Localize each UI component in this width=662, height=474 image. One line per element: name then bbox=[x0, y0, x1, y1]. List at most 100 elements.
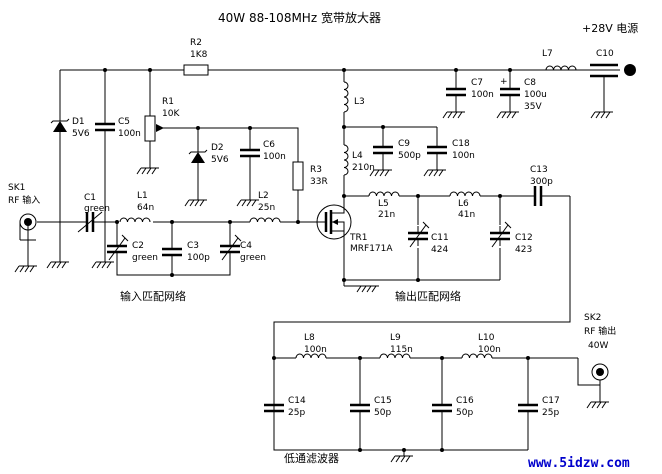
l6-value: 41n bbox=[458, 210, 475, 220]
c6-value: 100n bbox=[263, 152, 286, 162]
d1-value: 5V6 bbox=[72, 129, 90, 139]
c1-value: green bbox=[84, 204, 110, 214]
c6-capacitor bbox=[238, 141, 262, 165]
l2-value: 25n bbox=[258, 203, 275, 213]
svg-text:+: + bbox=[500, 77, 508, 87]
c7-ref: C7 bbox=[471, 78, 483, 88]
l1-inductor bbox=[119, 217, 151, 223]
r3-ref: R3 bbox=[310, 165, 322, 175]
c18-ref: C18 bbox=[452, 139, 470, 149]
schematic-title: 40W 88-108MHz 宽带放大器 bbox=[218, 10, 381, 25]
c12-ref: C12 bbox=[515, 233, 533, 243]
d1-ref: D1 bbox=[72, 117, 85, 127]
d2-value: 5V6 bbox=[211, 155, 229, 165]
c9-capacitor bbox=[371, 138, 395, 162]
sk2-label: RF 输出 bbox=[584, 325, 616, 337]
c2-value: green bbox=[132, 253, 158, 263]
l5-value: 21n bbox=[378, 210, 395, 220]
power-terminal bbox=[624, 64, 636, 76]
c17-ref: C17 bbox=[542, 396, 560, 406]
l4-ref: L4 bbox=[352, 151, 363, 161]
tr1-value: MRF171A bbox=[350, 244, 393, 254]
c5-capacitor bbox=[93, 115, 117, 139]
sk1-label: RF 输入 bbox=[8, 194, 40, 206]
c7-value: 100n bbox=[471, 90, 494, 100]
power-label: +28V 电源 bbox=[582, 21, 638, 35]
d1-zener bbox=[50, 111, 70, 141]
c7-ground bbox=[442, 111, 466, 119]
sk1-connector bbox=[14, 213, 38, 273]
c3-ref: C3 bbox=[187, 241, 199, 251]
c9-ground bbox=[369, 169, 393, 177]
d2-ground bbox=[184, 199, 208, 207]
r2-resistor bbox=[183, 64, 209, 76]
c15-capacitor bbox=[348, 396, 372, 420]
l7-ref: L7 bbox=[542, 49, 553, 59]
r3-value: 33R bbox=[310, 177, 328, 187]
sk2-connector bbox=[577, 358, 610, 409]
l8-ref: L8 bbox=[304, 333, 315, 343]
c16-value: 50p bbox=[456, 408, 473, 418]
c16-capacitor bbox=[430, 396, 454, 420]
c16-ref: C16 bbox=[456, 396, 474, 406]
c8-ground bbox=[496, 111, 520, 119]
c5-ref: C5 bbox=[118, 117, 130, 127]
c13-capacitor bbox=[527, 186, 549, 206]
l10-ref: L10 bbox=[478, 333, 495, 343]
l5-ref: L5 bbox=[378, 199, 389, 209]
c6-ground bbox=[236, 199, 260, 207]
c18-capacitor bbox=[425, 138, 449, 162]
c11-trimmer bbox=[406, 220, 431, 249]
l6-inductor bbox=[449, 191, 481, 197]
d1-ground bbox=[46, 261, 70, 269]
l10-value: 100n bbox=[478, 345, 501, 355]
c4-ref: C4 bbox=[240, 241, 252, 251]
c1-ref: C1 bbox=[84, 193, 96, 203]
c14-ref: C14 bbox=[288, 396, 306, 406]
l6-ref: L6 bbox=[458, 199, 469, 209]
c3-capacitor bbox=[160, 240, 184, 264]
c8-electrolytic: + bbox=[498, 77, 522, 104]
c8-voltage: 35V bbox=[524, 102, 542, 112]
c17-capacitor bbox=[516, 396, 540, 420]
l2-inductor bbox=[249, 217, 281, 223]
sk2-ref: SK2 bbox=[584, 313, 601, 323]
l1-ref: L1 bbox=[137, 191, 148, 201]
d2-zener bbox=[188, 142, 208, 172]
c11-ref: C11 bbox=[431, 233, 449, 243]
c18-ground bbox=[423, 169, 447, 177]
r3-resistor bbox=[292, 161, 304, 191]
c4-value: green bbox=[240, 253, 266, 263]
l8-value: 100n bbox=[304, 345, 327, 355]
c5-value: 100n bbox=[118, 129, 141, 139]
c11-value: 424 bbox=[431, 245, 448, 255]
c8-value: 100u bbox=[524, 90, 547, 100]
c17-value: 25p bbox=[542, 408, 559, 418]
l4-value: 210n bbox=[352, 163, 375, 173]
output-match-label: 输出匹配网络 bbox=[395, 289, 461, 303]
c10-ref: C10 bbox=[596, 49, 614, 59]
sk1-ref: SK1 bbox=[8, 183, 25, 193]
l9-ref: L9 bbox=[390, 333, 401, 343]
tr1-ground bbox=[356, 285, 380, 293]
c15-ref: C15 bbox=[374, 396, 392, 406]
wiring bbox=[37, 69, 620, 451]
l4-inductor bbox=[343, 144, 349, 176]
l2-ref: L2 bbox=[258, 191, 269, 201]
c3-value: 100p bbox=[187, 253, 210, 263]
l1-value: 64n bbox=[137, 203, 154, 213]
l9-value: 115n bbox=[390, 345, 413, 355]
tr1-mosfet bbox=[316, 204, 352, 240]
lpf-ground bbox=[390, 450, 414, 463]
c18-value: 100n bbox=[452, 151, 475, 161]
c12-value: 423 bbox=[515, 245, 532, 255]
c7-capacitor bbox=[444, 80, 468, 104]
r1-value: 10K bbox=[162, 109, 180, 119]
c8-ref: C8 bbox=[524, 78, 536, 88]
sk2-power: 40W bbox=[588, 341, 608, 351]
c13-ref: C13 bbox=[530, 165, 548, 175]
c1-trimmer bbox=[77, 210, 103, 234]
c9-value: 500p bbox=[398, 151, 421, 161]
input-match-label: 输入匹配网络 bbox=[120, 289, 186, 303]
